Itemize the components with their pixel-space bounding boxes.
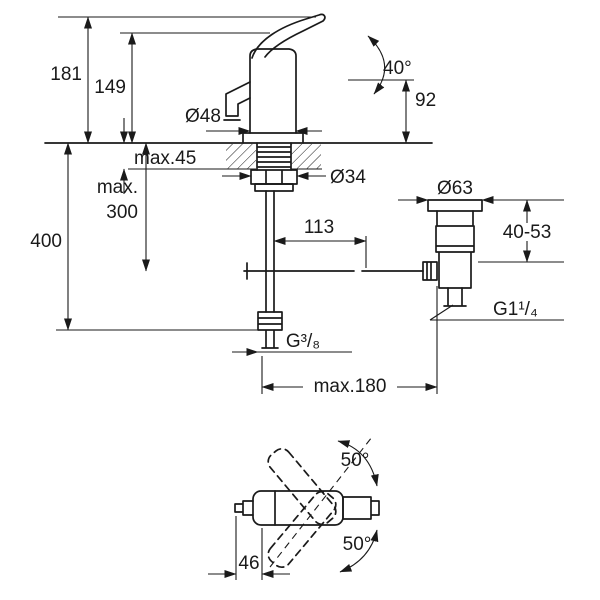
dim-dia34-label: Ø34	[330, 167, 366, 188]
washer	[254, 183, 294, 192]
thread-g38-label: G³/₈	[286, 331, 320, 352]
side-spout	[342, 496, 380, 520]
dim-dia63-label: Ø63	[437, 178, 473, 199]
faucet-base	[242, 132, 304, 144]
dim-angle40-label: 40°	[383, 58, 412, 79]
drain-assembly	[243, 199, 483, 307]
dimension-lines	[56, 16, 564, 580]
threaded-shank	[256, 142, 292, 171]
side-body-joint	[274, 490, 344, 526]
drain-tailpiece	[443, 287, 467, 307]
drain-flange	[427, 199, 483, 212]
thread-g114-label: G1¹/₄	[493, 299, 538, 320]
dim-max45-label: max.45	[134, 148, 196, 169]
leader-diag-g114	[429, 304, 454, 321]
side-view-faucet	[234, 436, 380, 569]
dim-max180-label: max.180	[314, 376, 387, 397]
deck-hatch-left	[226, 144, 256, 169]
spout	[223, 81, 251, 121]
dim-113-label: 113	[304, 217, 334, 238]
deck-hatch-right	[291, 144, 321, 169]
dim-max300-word-label: max.	[97, 177, 138, 198]
label-bg-4053	[499, 223, 556, 241]
dim-arc-50deg-bottom	[339, 529, 379, 573]
mounting-deck	[44, 142, 433, 170]
popup-rod	[243, 262, 424, 280]
drain-body	[435, 225, 475, 289]
dim-181-label: 181	[50, 64, 82, 85]
lever-swing-down-outline	[267, 490, 337, 569]
dim-arc-50deg-top	[337, 440, 379, 487]
lever-handle	[251, 13, 326, 59]
supply-pipe	[265, 190, 275, 313]
drain-knob	[422, 261, 438, 281]
supply-connector	[257, 311, 283, 349]
dim-46-label: 46	[238, 553, 259, 574]
dimension-labels: 181 149 400 max.45 max. 300 Ø48 40° 92 Ø…	[30, 58, 551, 574]
label-bg-max180	[303, 378, 397, 395]
dim-92-label: 92	[415, 90, 436, 111]
dim-angle50-bottom-label: 50°	[343, 534, 372, 555]
dim-149-label: 149	[94, 77, 126, 98]
lever-swing-up-outline	[267, 447, 337, 526]
dim-400-label: 400	[30, 231, 62, 252]
mounting-nut	[250, 169, 298, 185]
dim-dia48-label: Ø48	[185, 106, 221, 127]
dim-40-53-label: 40-53	[503, 222, 552, 243]
front-view-faucet	[223, 13, 326, 349]
dim-arc-40deg	[367, 35, 386, 95]
dim-angle50-top-label: 50°	[341, 450, 370, 471]
dim-max300-value-label: 300	[106, 202, 138, 223]
drain-neck	[436, 210, 474, 227]
faucet-body	[249, 48, 297, 134]
side-handle-tip	[234, 500, 254, 516]
